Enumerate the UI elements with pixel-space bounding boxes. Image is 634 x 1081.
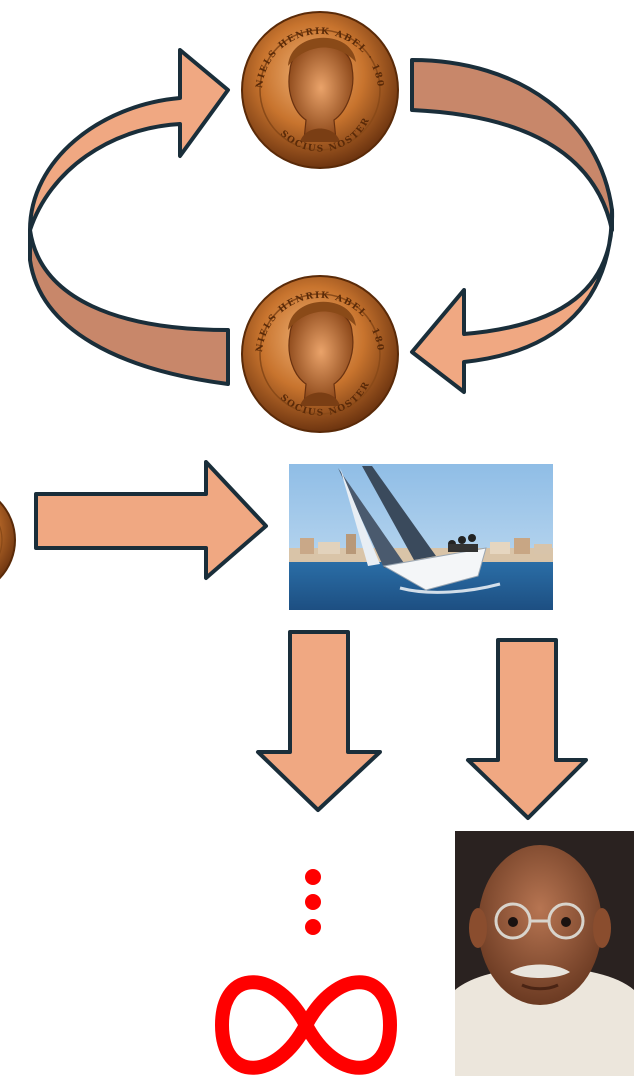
loop-arrow-left <box>30 50 228 384</box>
portrait-image <box>455 831 634 1076</box>
infinity-icon <box>222 982 390 1068</box>
abel-medal-partial <box>0 485 15 595</box>
arrow-down-right <box>468 640 586 818</box>
arrow-right <box>36 462 266 578</box>
vertical-ellipsis-icon <box>305 869 321 935</box>
sailboat-image <box>289 464 553 610</box>
arrow-down-left <box>258 632 380 810</box>
loop-arrow-right <box>412 60 612 392</box>
